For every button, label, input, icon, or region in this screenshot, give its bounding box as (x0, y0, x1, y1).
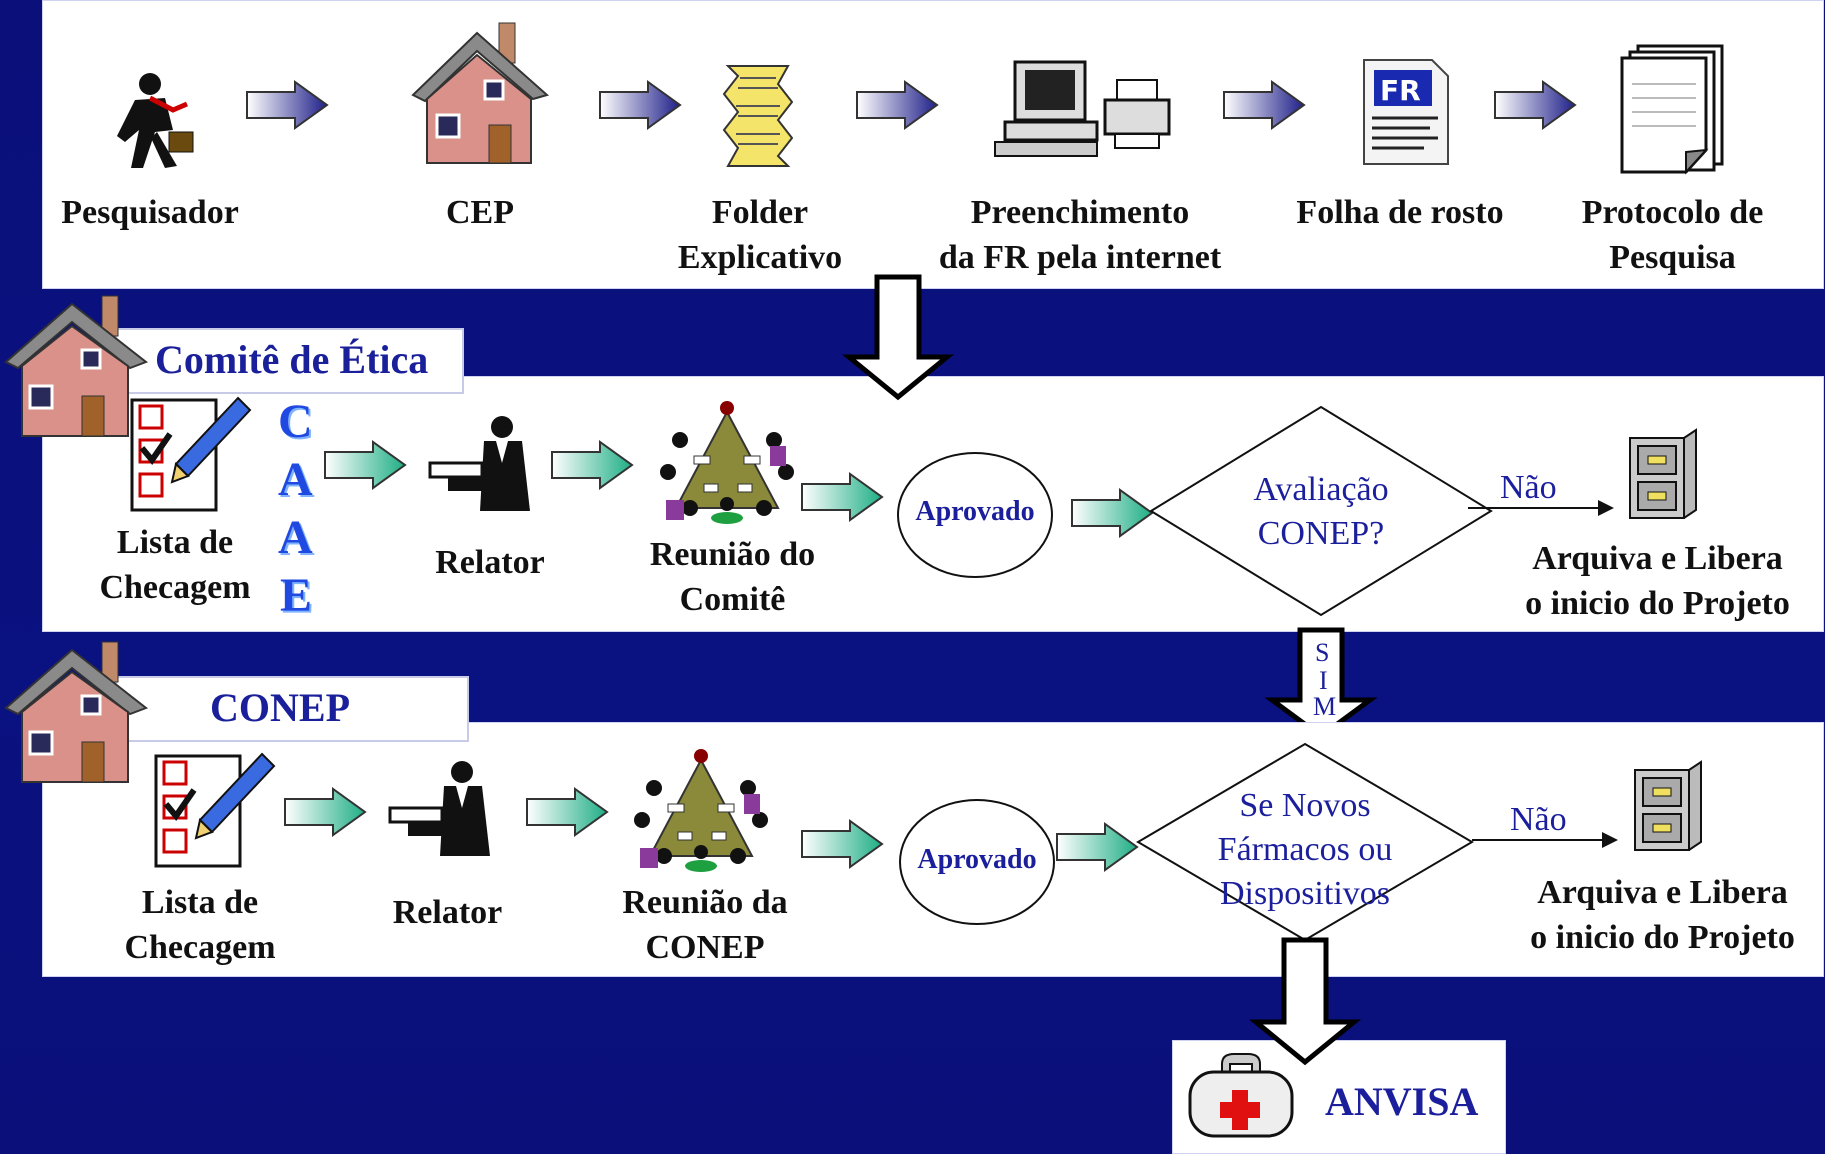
relator-label: Relator (435, 544, 545, 581)
flow-arrow (1056, 822, 1139, 872)
approved-node (899, 799, 1055, 925)
filing-cabinet-icon (1633, 760, 1703, 857)
conep-tag (115, 676, 469, 742)
relator-icon (428, 415, 540, 520)
flow-arrow (801, 472, 884, 522)
house-icon (2, 638, 152, 793)
flow-arrow (246, 80, 329, 130)
flow-arrow (324, 440, 407, 490)
checklist-icon (152, 752, 276, 875)
caae-letter: E (280, 569, 313, 622)
flow-arrow (526, 787, 609, 837)
medical-kit-icon (1186, 1052, 1296, 1145)
caae-letter: A (278, 453, 313, 506)
folder-icon (718, 62, 798, 173)
step-label-pesquisador: Pesquisador (61, 194, 239, 231)
flow-arrow (599, 80, 682, 130)
conep-title: CONEP (210, 685, 350, 730)
flow-arrow (551, 440, 634, 490)
comite-tag (115, 328, 464, 394)
checklist-icon (128, 396, 252, 519)
no-label: Não (1500, 469, 1557, 506)
filing-cabinet-icon (1628, 428, 1698, 525)
no-label: Não (1510, 801, 1567, 838)
caae-letter: A (278, 511, 313, 564)
approved-node (897, 452, 1053, 578)
flow-arrow (1494, 80, 1577, 130)
anvisa-label: ANVISA (1325, 1079, 1479, 1124)
sim-letter: S (1315, 638, 1330, 667)
researcher-icon (95, 70, 205, 175)
svg-text:FR: FR (1380, 74, 1421, 107)
step-label-folha: Folha de rosto (1296, 194, 1504, 231)
approved-label: Aprovado (917, 844, 1037, 875)
sim-letter: M (1313, 692, 1337, 721)
relator-icon (388, 760, 500, 865)
comite-title: Comitê de Ética (155, 337, 429, 382)
down-arrow (1248, 937, 1362, 1066)
meeting-icon (634, 748, 768, 879)
flow-arrow (1071, 488, 1154, 538)
approved-label: Aprovado (915, 496, 1035, 527)
submission-flow-panel (42, 0, 1824, 289)
sim-letter: I (1319, 666, 1328, 695)
flow-arrow (856, 80, 939, 130)
sim-down-arrow (1264, 627, 1378, 740)
step-label-cep: CEP (446, 194, 514, 231)
document-fr-icon: FR (1360, 56, 1452, 173)
flow-arrow (801, 819, 884, 869)
computer-printer-icon (994, 60, 1175, 165)
house-icon (405, 15, 555, 170)
meeting-icon (660, 400, 794, 531)
no-branch-arrow (1468, 500, 1614, 516)
flow-arrow (1223, 80, 1306, 130)
paper-stack-icon (1620, 44, 1728, 181)
decision-diamond (1149, 405, 1493, 617)
house-icon (2, 292, 152, 447)
caae-letter: C (278, 395, 313, 448)
relator-label: Relator (392, 894, 503, 931)
no-branch-arrow (1472, 832, 1618, 848)
down-arrow (841, 274, 955, 401)
flow-arrow (284, 787, 367, 837)
